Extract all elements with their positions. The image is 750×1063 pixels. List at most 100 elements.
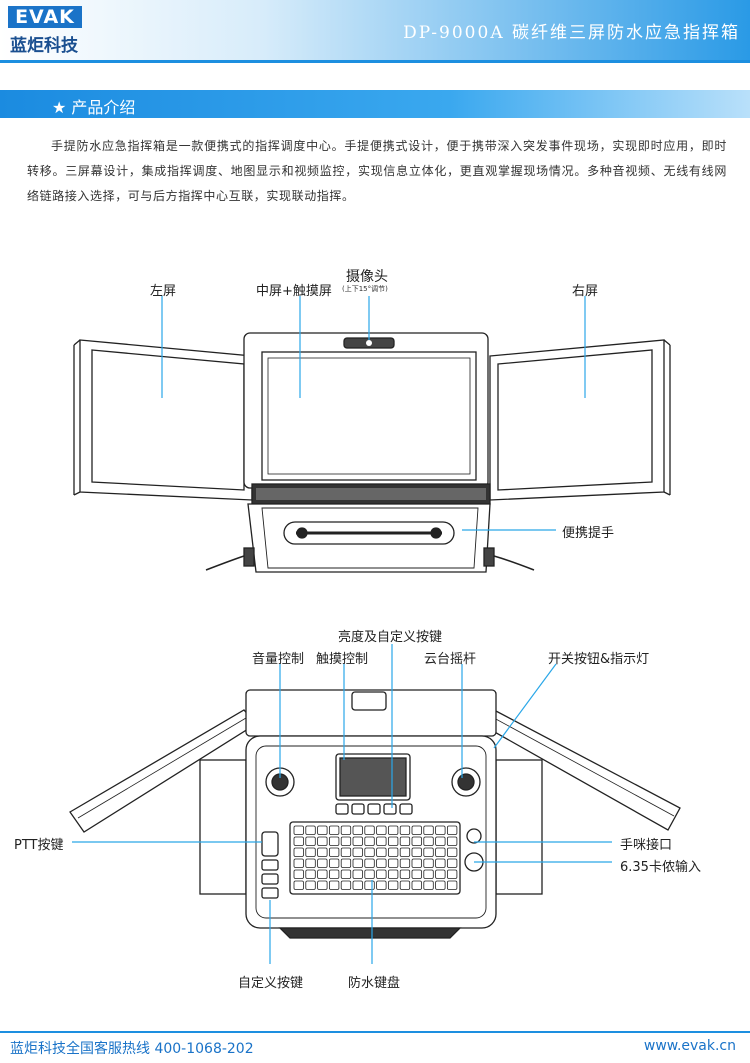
brand-logo: EVAK — [8, 6, 82, 28]
footer-url[interactable]: www.evak.cn — [643, 1038, 736, 1054]
page-title: DP-9000A 碳纤维三屏防水应急指挥箱 — [403, 23, 740, 43]
brand-name: 蓝炬科技 — [10, 36, 78, 56]
keyboard-key — [435, 825, 446, 835]
keyboard-key — [364, 836, 375, 846]
intro-paragraph: 手提防水应急指挥箱是一款便携式的指挥调度中心。手提便携式设计，便于携带深入突发事… — [27, 139, 727, 203]
callouts-diagram1 — [161, 296, 586, 531]
right-back-shell — [495, 759, 543, 895]
left-screen-display — [91, 349, 245, 491]
keyboard-key — [317, 847, 328, 857]
keyboard-key — [305, 825, 316, 835]
footer-hotline: 蓝炬科技全国客服热线 400-1068-202 — [10, 1041, 254, 1057]
keyboard-key — [387, 869, 399, 879]
section-title: ★ 产品介绍 — [52, 98, 136, 117]
keyboard-key — [305, 847, 316, 857]
keyboard-key — [411, 858, 422, 868]
keyboard-key — [317, 836, 328, 846]
keyboard-key — [328, 847, 340, 857]
page-footer — [0, 1031, 750, 1063]
mic-port — [466, 828, 482, 844]
keyboard-key — [352, 858, 363, 868]
keyboard-key — [340, 847, 352, 857]
keyboard-keys — [293, 825, 458, 890]
keyboard-key — [376, 858, 387, 868]
keyboard-key — [352, 869, 363, 879]
keyboard-key — [364, 880, 375, 890]
keyboard-key — [446, 825, 458, 835]
keyboard-key — [328, 825, 340, 835]
keyboard-key — [399, 880, 411, 890]
keyboard-key — [446, 847, 458, 857]
center-screen-display — [261, 351, 477, 481]
right-screen-display — [497, 349, 653, 491]
keyboard-key — [446, 880, 458, 890]
keyboard-key — [376, 847, 387, 857]
keyboard-key — [411, 836, 422, 846]
keyboard-key — [364, 825, 375, 835]
keyboard-key — [328, 869, 340, 879]
keyboard-key — [293, 825, 304, 835]
keyboard-key — [340, 869, 352, 879]
keyboard-key — [293, 847, 304, 857]
keyboard-key — [446, 869, 458, 879]
keyboard-key — [352, 825, 363, 835]
keyboard-key — [305, 880, 316, 890]
keyboard-key — [340, 825, 352, 835]
custom-button-1 — [335, 803, 349, 815]
hinge-area — [245, 689, 497, 737]
keyboard-key — [364, 847, 375, 857]
keyboard-key — [293, 869, 304, 879]
label-camera-note: (上下15°调节) — [342, 285, 388, 293]
keyboard-key — [293, 836, 304, 846]
callouts-diagram2 — [72, 644, 612, 964]
header-divider — [0, 60, 750, 63]
keyboard-key — [423, 825, 434, 835]
label-volume: 音量控制 — [252, 652, 305, 667]
left-screen-panel — [79, 339, 253, 501]
keyboard-key — [317, 869, 328, 879]
page-header — [0, 0, 750, 60]
label-center-screen: 中屏+触摸屏 — [256, 284, 332, 299]
keyboard-key — [376, 825, 387, 835]
keyboard-key — [435, 880, 446, 890]
left-back-shell — [199, 759, 247, 895]
waterproof-keyboard — [289, 821, 461, 895]
keyboard-key — [399, 869, 411, 879]
diagram-top-view — [69, 689, 681, 939]
keyboard-key — [387, 825, 399, 835]
keyboard-key — [352, 880, 363, 890]
right-lid-arm — [483, 709, 681, 831]
keyboard-key — [399, 847, 411, 857]
keyboard-key — [328, 836, 340, 846]
keyboard-key — [387, 836, 399, 846]
keyboard-key — [340, 836, 352, 846]
label-ptt: PTT按键 — [14, 838, 64, 853]
keyboard-key — [317, 825, 328, 835]
touchpad — [335, 753, 411, 801]
diagram-open-case — [73, 332, 671, 573]
keyboard-key — [376, 836, 387, 846]
keyboard-key — [411, 880, 422, 890]
keyboard-key — [423, 880, 434, 890]
keyboard-key — [423, 869, 434, 879]
keyboard-key — [435, 869, 446, 879]
keyboard-key — [317, 880, 328, 890]
keyboard-key — [352, 836, 363, 846]
keyboard-key — [293, 858, 304, 868]
keyboard-key — [411, 869, 422, 879]
label-brightness: 亮度及自定义按键 — [338, 630, 443, 645]
keyboard-key — [305, 858, 316, 868]
keyboard-key — [387, 847, 399, 857]
keyboard-key — [376, 869, 387, 879]
keyboard-key — [446, 836, 458, 846]
keyboard-key — [435, 847, 446, 857]
keyboard-key — [364, 869, 375, 879]
keyboard-key — [328, 880, 340, 890]
label-handle: 便携提手 — [562, 526, 615, 541]
keyboard-key — [399, 858, 411, 868]
keyboard-key — [376, 880, 387, 890]
keyboard-key — [364, 858, 375, 868]
keyboard-key — [423, 847, 434, 857]
keyboard-key — [387, 858, 399, 868]
